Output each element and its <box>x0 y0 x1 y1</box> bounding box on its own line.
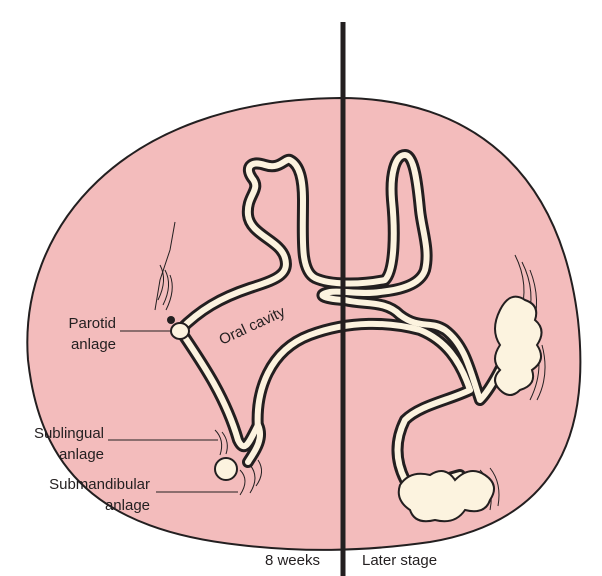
hatching-left <box>154 221 262 496</box>
submandibular-label-line2: anlage <box>105 497 150 514</box>
submandibular-bud <box>214 457 238 481</box>
parotid-bud <box>170 322 190 340</box>
right-stage-label: Later stage <box>362 552 437 569</box>
leader-lines <box>108 330 238 493</box>
epithelium <box>174 149 516 491</box>
submandibular-gland-lobules <box>397 470 495 523</box>
gland-buds <box>170 295 543 523</box>
sublingual-label-line1: Sublingual <box>34 425 104 442</box>
parotid-dot <box>167 316 175 324</box>
left-stage-label: 8 weeks <box>265 552 320 569</box>
parotid-label-line1: Parotid <box>68 315 116 332</box>
head-outline <box>26 96 582 551</box>
sublingual-label-line2: anlage <box>59 446 104 463</box>
submandibular-label-line1: Submandibular <box>49 476 150 493</box>
parotid-gland-lobules <box>494 295 543 396</box>
parotid-label-line2: anlage <box>71 336 116 353</box>
